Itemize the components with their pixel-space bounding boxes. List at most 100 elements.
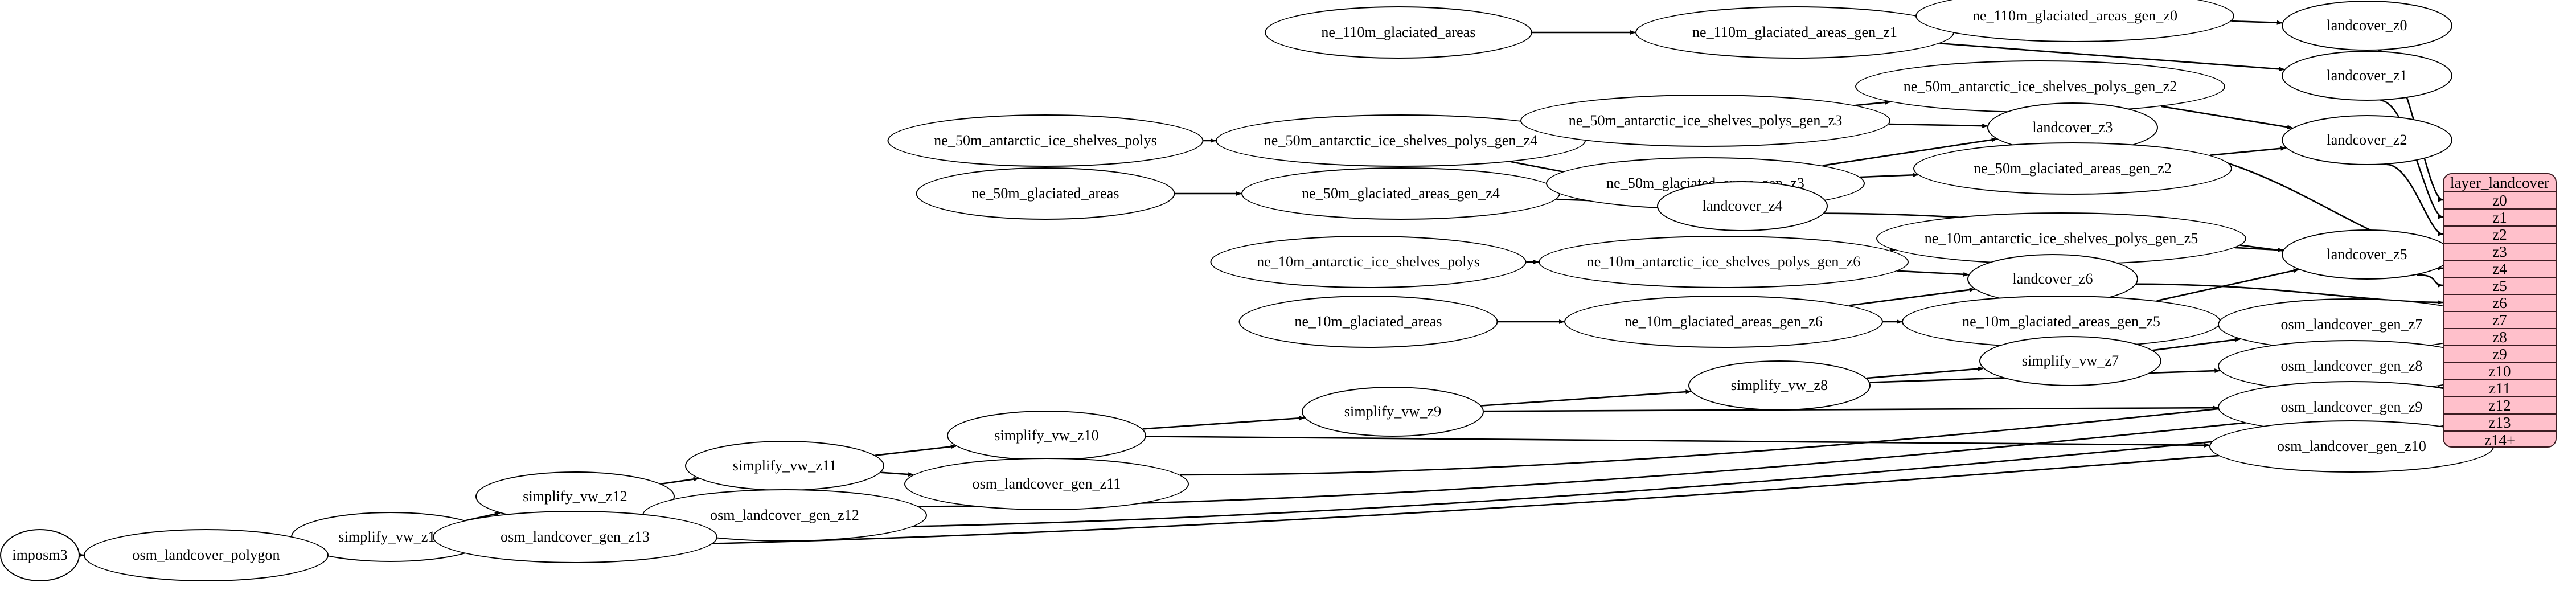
graph-edge xyxy=(1142,416,1305,430)
graph-edge xyxy=(1889,123,1988,129)
graph-node-ne_10m_glaciated_areas_gen_z6[interactable]: ne_10m_glaciated_areas_gen_z6 xyxy=(1564,296,1883,348)
graph-node-label: osm_landcover_gen_z12 xyxy=(709,507,860,523)
layer-landcover-row-z6[interactable]: z6 xyxy=(2444,294,2556,312)
graph-node-label: ne_110m_glaciated_areas xyxy=(1321,24,1476,40)
graph-node-ne_50m_antarctic_ice_shelves_polys[interactable]: ne_50m_antarctic_ice_shelves_polys xyxy=(887,114,1204,167)
graph-node-label: landcover_z6 xyxy=(2012,270,2093,287)
graph-node-label: ne_10m_antarctic_ice_shelves_polys_gen_z… xyxy=(1586,253,1861,270)
graph-node-ne_10m_glaciated_areas[interactable]: ne_10m_glaciated_areas xyxy=(1238,296,1498,348)
layer-landcover-row-z10[interactable]: z10 xyxy=(2444,363,2556,380)
graph-edge xyxy=(2417,274,2443,288)
graph-edge xyxy=(2234,247,2284,252)
graph-node-simplify_vw_z11[interactable]: simplify_vw_z11 xyxy=(685,441,884,491)
graph-node-label: osm_landcover_gen_z11 xyxy=(972,475,1121,492)
layer-landcover-row-z5[interactable]: z5 xyxy=(2444,277,2556,295)
graph-node-ne_10m_glaciated_areas_gen_z5[interactable]: ne_10m_glaciated_areas_gen_z5 xyxy=(1902,296,2221,348)
graph-node-ne_50m_glaciated_areas_gen_z4[interactable]: ne_50m_glaciated_areas_gen_z4 xyxy=(1241,167,1560,220)
layer-landcover-row-z8[interactable]: z8 xyxy=(2444,329,2556,346)
graph-node-label: ne_10m_glaciated_areas_gen_z5 xyxy=(1962,313,2160,330)
layer-landcover-row-z14+[interactable]: z14+ xyxy=(2444,432,2556,446)
graph-node-label: landcover_z4 xyxy=(1702,198,1783,214)
graph-edge xyxy=(1483,405,2218,412)
graph-node-ne_50m_antarctic_ice_shelves_polys_gen_z3[interactable]: ne_50m_antarctic_ice_shelves_polys_gen_z… xyxy=(1520,95,1890,147)
graph-edge xyxy=(661,477,699,485)
graph-node-label: ne_10m_glaciated_areas xyxy=(1294,313,1442,330)
graph-edge xyxy=(1897,270,1970,277)
graph-node-label: simplify_vw_z9 xyxy=(1344,403,1442,420)
graph-node-ne_50m_glaciated_areas[interactable]: ne_50m_glaciated_areas xyxy=(916,167,1175,220)
graph-edge xyxy=(1481,389,1692,407)
graph-node-label: ne_50m_antarctic_ice_shelves_polys xyxy=(934,132,1157,149)
graph-node-label: ne_50m_glaciated_areas_gen_z4 xyxy=(1302,185,1500,202)
graph-node-label: ne_110m_glaciated_areas_gen_z1 xyxy=(1692,24,1898,40)
graph-edge xyxy=(1855,100,1891,106)
graph-node-simplify_vw_z10[interactable]: simplify_vw_z10 xyxy=(947,411,1146,461)
graph-edge xyxy=(1860,173,1918,178)
graph-node-label: osm_landcover_gen_z13 xyxy=(500,528,650,545)
layer-landcover-row-z3[interactable]: z3 xyxy=(2444,243,2556,261)
graph-node-label: ne_50m_glaciated_areas_gen_z2 xyxy=(1974,160,2172,177)
graph-node-osm_landcover_gen_z12[interactable]: osm_landcover_gen_z12 xyxy=(642,489,927,542)
graph-node-label: ne_50m_antarctic_ice_shelves_polys_gen_z… xyxy=(1568,112,1843,129)
layer-landcover-row-z12[interactable]: z12 xyxy=(2444,397,2556,415)
layer-landcover-row-z9[interactable]: z9 xyxy=(2444,346,2556,363)
graph-node-simplify_vw_z8[interactable]: simplify_vw_z8 xyxy=(1688,360,1871,411)
graph-node-label: imposm3 xyxy=(12,547,68,563)
graph-node-ne_50m_glaciated_areas_gen_z2[interactable]: ne_50m_glaciated_areas_gen_z2 xyxy=(1913,142,2232,195)
layer-landcover-row-z4[interactable]: z4 xyxy=(2444,260,2556,278)
graph-node-ne_110m_glaciated_areas_gen_z0[interactable]: ne_110m_glaciated_areas_gen_z0 xyxy=(1915,0,2234,42)
graph-node-label: ne_50m_antarctic_ice_shelves_polys_gen_z… xyxy=(1903,78,2177,95)
graph-node-label: landcover_z5 xyxy=(2327,246,2407,263)
graph-edge xyxy=(2156,268,2299,302)
graph-node-label: osm_landcover_polygon xyxy=(132,547,280,563)
graph-edge xyxy=(2386,163,2443,236)
graph-node-imposm3[interactable]: imposm3 xyxy=(0,529,80,581)
graph-node-landcover_z2[interactable]: landcover_z2 xyxy=(2282,115,2452,165)
graph-node-simplify_vw_z9[interactable]: simplify_vw_z9 xyxy=(1302,387,1484,437)
layer-landcover-row-z13[interactable]: z13 xyxy=(2444,414,2556,432)
graph-node-label: ne_110m_glaciated_areas_gen_z0 xyxy=(1972,7,2178,24)
graph-edge xyxy=(1866,366,1984,379)
graph-node-simplify_vw_z7[interactable]: simplify_vw_z7 xyxy=(1979,336,2161,386)
graph-node-ne_10m_antarctic_ice_shelves_polys_gen_z6[interactable]: ne_10m_antarctic_ice_shelves_polys_gen_z… xyxy=(1539,236,1909,288)
graph-node-label: osm_landcover_gen_z9 xyxy=(2280,399,2423,415)
layer-landcover-row-z11[interactable]: z11 xyxy=(2444,380,2556,397)
graph-edge xyxy=(2161,105,2293,130)
layer-landcover-row-z7[interactable]: z7 xyxy=(2444,311,2556,329)
graph-node-label: simplify_vw_z7 xyxy=(2021,352,2119,369)
graph-node-label: simplify_vw_z13 xyxy=(338,528,443,545)
graph-node-label: landcover_z2 xyxy=(2327,132,2407,148)
graph-edge xyxy=(2210,146,2287,156)
graph-node-label: osm_landcover_gen_z10 xyxy=(2276,438,2427,454)
graph-node-landcover_z5[interactable]: landcover_z5 xyxy=(2282,229,2452,280)
graph-edge xyxy=(1146,436,2210,448)
graph-node-label: simplify_vw_z8 xyxy=(1730,377,1828,393)
graph-node-label: osm_landcover_gen_z7 xyxy=(2280,316,2423,333)
graph-node-label: ne_10m_antarctic_ice_shelves_polys xyxy=(1257,253,1480,270)
layer-landcover-table-title: layer_landcover xyxy=(2444,174,2556,192)
layer-landcover-row-z1[interactable]: z1 xyxy=(2444,209,2556,227)
graph-node-landcover_z0[interactable]: landcover_z0 xyxy=(2282,1,2452,51)
graph-node-osm_landcover_polygon[interactable]: osm_landcover_polygon xyxy=(84,529,329,581)
graph-node-label: simplify_vw_z12 xyxy=(523,488,627,505)
graph-node-label: ne_50m_glaciated_areas xyxy=(971,185,1119,202)
graph-node-label: landcover_z1 xyxy=(2327,67,2407,84)
layer-landcover-row-z0[interactable]: z0 xyxy=(2444,192,2556,210)
graph-node-label: landcover_z3 xyxy=(2032,119,2113,136)
graph-node-label: ne_10m_glaciated_areas_gen_z6 xyxy=(1625,313,1823,330)
graph-node-label: landcover_z0 xyxy=(2327,17,2407,34)
graph-edge xyxy=(875,444,957,456)
graph-node-osm_landcover_gen_z11[interactable]: osm_landcover_gen_z11 xyxy=(904,458,1189,510)
graph-node-label: simplify_vw_z10 xyxy=(994,427,1099,444)
graph-node-landcover_z1[interactable]: landcover_z1 xyxy=(2282,51,2452,101)
graph-node-landcover_z4[interactable]: landcover_z4 xyxy=(1657,181,1828,231)
graph-node-label: simplify_vw_z11 xyxy=(732,457,837,474)
graph-node-ne_110m_glaciated_areas[interactable]: ne_110m_glaciated_areas xyxy=(1265,6,1532,59)
graph-node-ne_110m_glaciated_areas_gen_z1[interactable]: ne_110m_glaciated_areas_gen_z1 xyxy=(1635,6,1954,59)
graph-node-osm_landcover_gen_z13[interactable]: osm_landcover_gen_z13 xyxy=(433,511,717,563)
graph-node-ne_10m_antarctic_ice_shelves_polys[interactable]: ne_10m_antarctic_ice_shelves_polys xyxy=(1210,236,1527,288)
layer-landcover-row-z2[interactable]: z2 xyxy=(2444,226,2556,244)
graph-node-label: ne_10m_antarctic_ice_shelves_polys_gen_z… xyxy=(1924,230,2198,247)
